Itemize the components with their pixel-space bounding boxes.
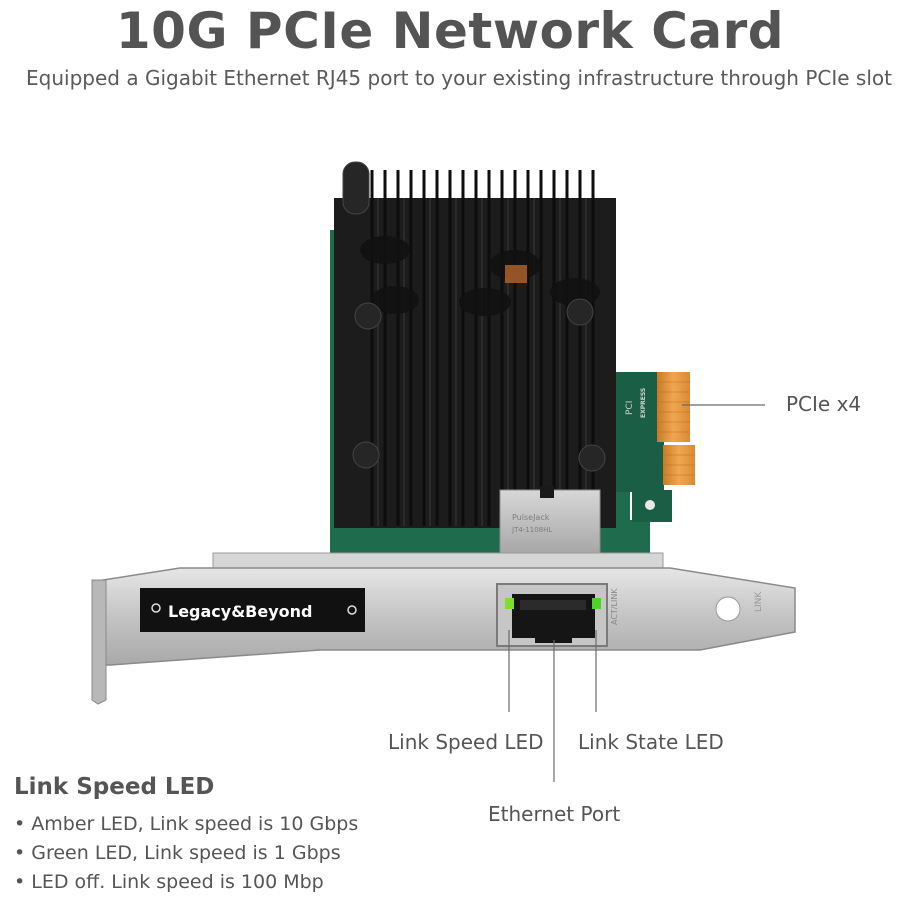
rj45-housing: PulseJack JT4-1108HL [499, 486, 601, 556]
list-item: Amber LED, Link speed is 10 Gbps [14, 810, 358, 839]
svg-text:PCI: PCI [625, 401, 635, 415]
link-speed-led [505, 598, 514, 609]
list-item: Green LED, Link speed is 1 Gbps [14, 839, 358, 868]
pcie-gold-contacts [657, 372, 695, 485]
link-state-led [592, 598, 601, 609]
bracket-top-strip [212, 552, 664, 570]
svg-text:PulseJack: PulseJack [512, 513, 550, 522]
svg-text:LINK: LINK [754, 591, 764, 612]
callout-link-speed-led: Link Speed LED [388, 730, 544, 754]
pcie-logo: PCI EXPRESS [625, 388, 647, 418]
brand-label: Legacy&Beyond [168, 602, 312, 621]
ethernet-port [496, 583, 608, 647]
legend-list: Amber LED, Link speed is 10 Gbps Green L… [14, 810, 358, 897]
svg-text:ACT/LINK: ACT/LINK [610, 588, 619, 625]
page-title: 10G PCIe Network Card [115, 2, 785, 60]
svg-text:EXPRESS: EXPRESS [640, 388, 647, 418]
callout-pcie: PCIe x4 [786, 392, 862, 416]
callout-ethernet-port: Ethernet Port [488, 802, 621, 826]
callout-link-state-led: Link State LED [578, 730, 724, 754]
svg-text:JT4-1108HL: JT4-1108HL [511, 526, 552, 534]
list-item: LED off. Link speed is 100 Mbp [14, 868, 358, 897]
page-subtitle: Equipped a Gigabit Ethernet RJ45 port to… [26, 66, 892, 90]
brand-label-plate: Legacy&Beyond [140, 588, 365, 632]
callout-lines [508, 404, 765, 782]
legend-title: Link Speed LED [14, 774, 215, 800]
heatsink-pins [342, 161, 606, 472]
heatsink-fins [370, 170, 595, 526]
